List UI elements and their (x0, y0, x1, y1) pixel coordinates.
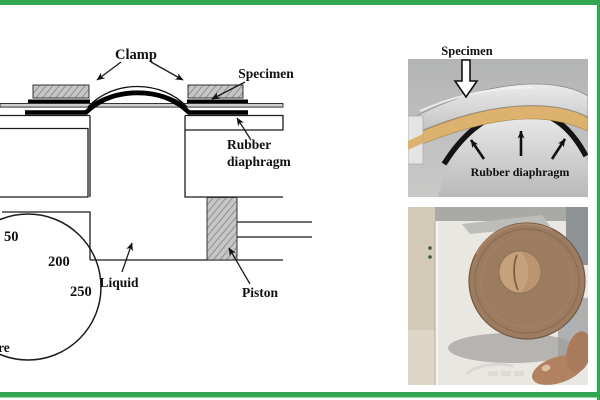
render-pressure-arrows (469, 130, 567, 160)
photo-indicator-dot-1 (428, 246, 432, 250)
piston-arrow (228, 247, 251, 285)
schematic-diagram: Clamp 50 200 25 (0, 47, 312, 361)
clamp-foot-right (187, 99, 248, 103)
render-artwork: Rubber diaphragm (408, 83, 588, 197)
photo-fingernail (541, 364, 551, 372)
photo-disc-ring-outer (474, 228, 580, 334)
render-rubber-diaphragm-label: Rubber diaphragm (471, 165, 570, 179)
photo-floor-left (408, 330, 435, 385)
render-specimen-layer (408, 105, 588, 150)
border-top (0, 0, 600, 5)
liquid-label: Liquid (99, 275, 139, 290)
border-right (597, 0, 600, 400)
clamp-arrow-left (96, 61, 122, 81)
clamp-foot-left (28, 99, 90, 103)
pressure-gauge-dial (0, 213, 102, 361)
render-left-rim-specimen-stripe (408, 134, 423, 150)
photo-indicator-dot-2 (428, 255, 432, 259)
render-specimen-label: Specimen (441, 44, 492, 58)
render-panel: Specimen Rubber diaphragm (408, 44, 588, 197)
render-inner-dome (438, 110, 588, 197)
specimen-label: Specimen (238, 66, 294, 81)
piston-rod-lines (237, 221, 312, 238)
photo-disc-ring-inner (480, 234, 574, 328)
rubber-diaphragm-label-line2: diaphragm (227, 154, 292, 169)
piston-block (206, 197, 238, 261)
clamp-block-left (32, 84, 90, 99)
photo-hand (532, 331, 588, 385)
render-plate-highlight (419, 86, 534, 112)
photo-panel (408, 207, 588, 385)
border-bottom (0, 392, 600, 398)
photo-disc-top-highlight (475, 223, 553, 255)
photo-bulge-crease (513, 254, 519, 291)
clamp-arrow-right (150, 61, 184, 81)
gauge-value-50: 50 (4, 229, 19, 245)
liquid-arrow (121, 242, 133, 273)
rubber-diaphragm-line (25, 90, 248, 115)
piston-label: Piston (242, 285, 278, 300)
photo-logo-emboss (465, 362, 524, 376)
photo-machine-head (462, 215, 550, 234)
specimen-arrow (211, 81, 246, 100)
gauge-label-fragment: re (0, 340, 10, 355)
clamp-label: Clamp (115, 47, 157, 63)
photo-top-shade (435, 207, 588, 221)
rubber-diaphragm-arrow (236, 117, 252, 141)
photo-disc-shadow (448, 333, 576, 363)
gauge-value-200: 200 (48, 254, 70, 270)
die-and-housing-outline (0, 114, 284, 261)
photo-bulge-shading (520, 251, 541, 293)
specimen-sheet (0, 103, 284, 108)
render-specimen-pointer-arrow (453, 59, 479, 99)
rubber-diaphragm-label-line1: Rubber (227, 137, 271, 152)
photo-thumb (566, 331, 588, 373)
gauge-value-250: 250 (70, 284, 92, 300)
